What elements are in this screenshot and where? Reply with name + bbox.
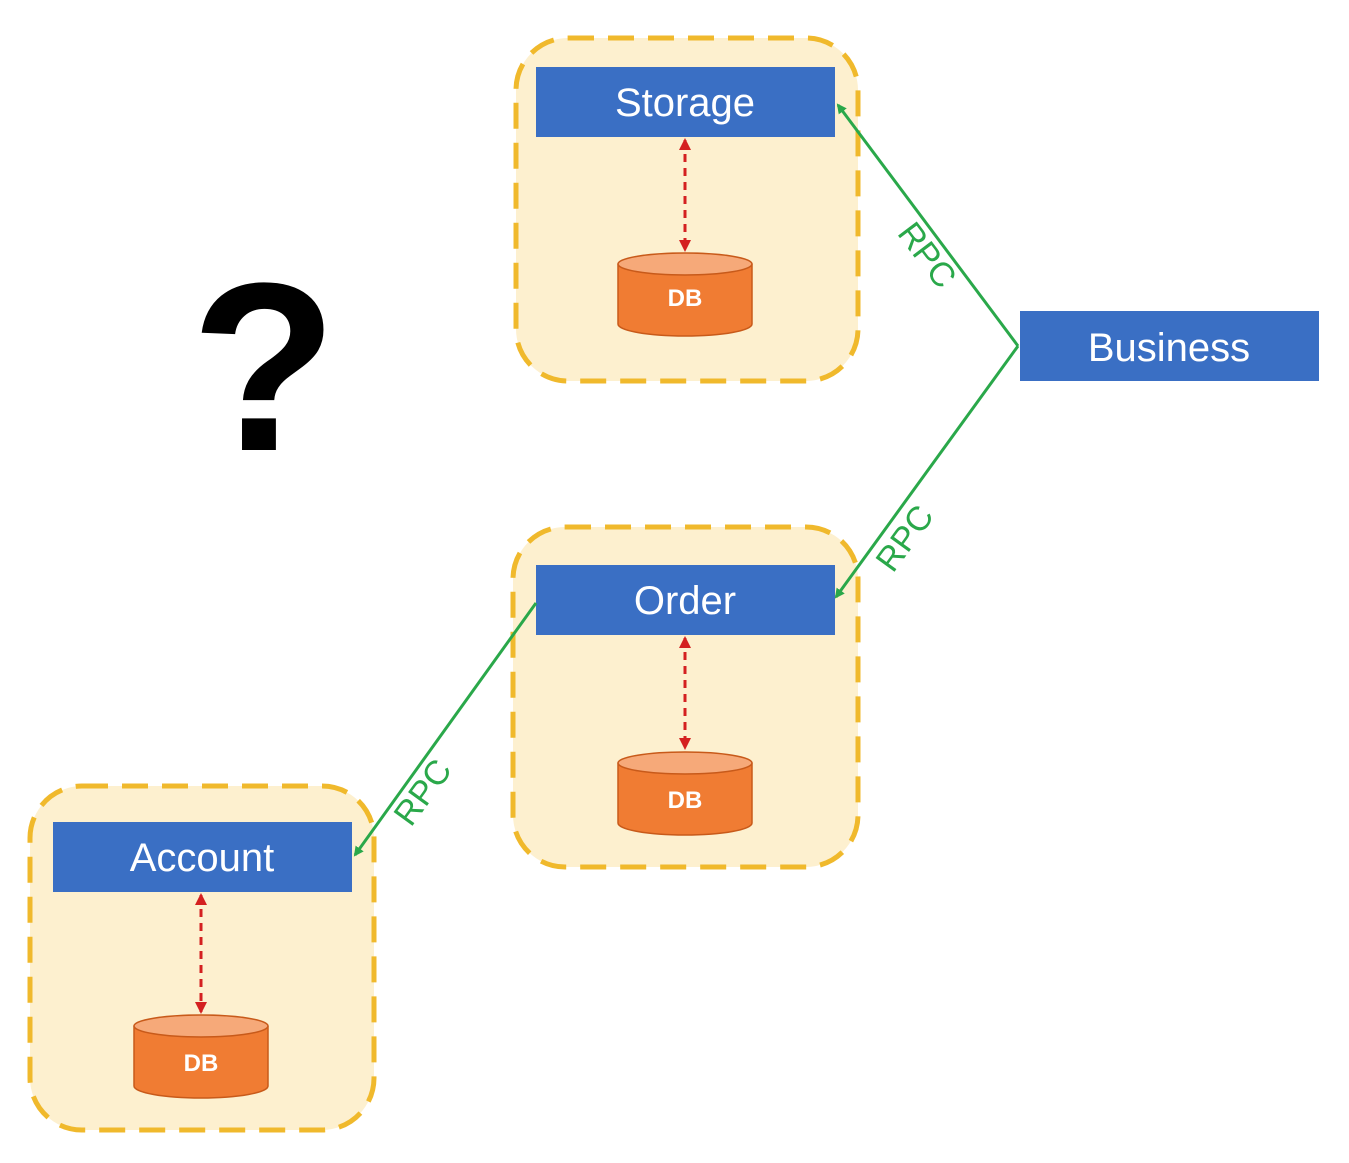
account-db-label: DB: [184, 1050, 219, 1077]
storage-db-icon: DB: [617, 252, 753, 337]
account-service-label: Account: [130, 836, 275, 880]
question-mark: ?: [191, 233, 338, 501]
rpc-link-business-order: [834, 345, 1020, 599]
storage-service-box[interactable]: [536, 67, 835, 137]
account-group: Account DB: [27, 783, 377, 1133]
rpc-label-storage: RPC: [890, 215, 964, 295]
rpc-link-business-storage: [836, 103, 1020, 347]
business-service-box[interactable]: [1020, 311, 1319, 381]
order-group: Order DB: [510, 524, 861, 870]
storage-service-label: Storage: [615, 81, 755, 125]
storage-db-label: DB: [668, 285, 703, 312]
rpc-label-account: RPC: [387, 752, 460, 832]
order-service-box[interactable]: [536, 565, 835, 635]
rpc-link-order-account: [353, 602, 538, 857]
account-service-box[interactable]: [53, 822, 352, 892]
order-service-label: Order: [634, 579, 736, 623]
account-db-icon: DB: [133, 1014, 269, 1099]
order-db-icon: DB: [617, 751, 753, 836]
business-service-label: Business: [1088, 326, 1250, 370]
storage-group: Storage DB: [513, 35, 861, 384]
order-db-label: DB: [668, 787, 703, 814]
